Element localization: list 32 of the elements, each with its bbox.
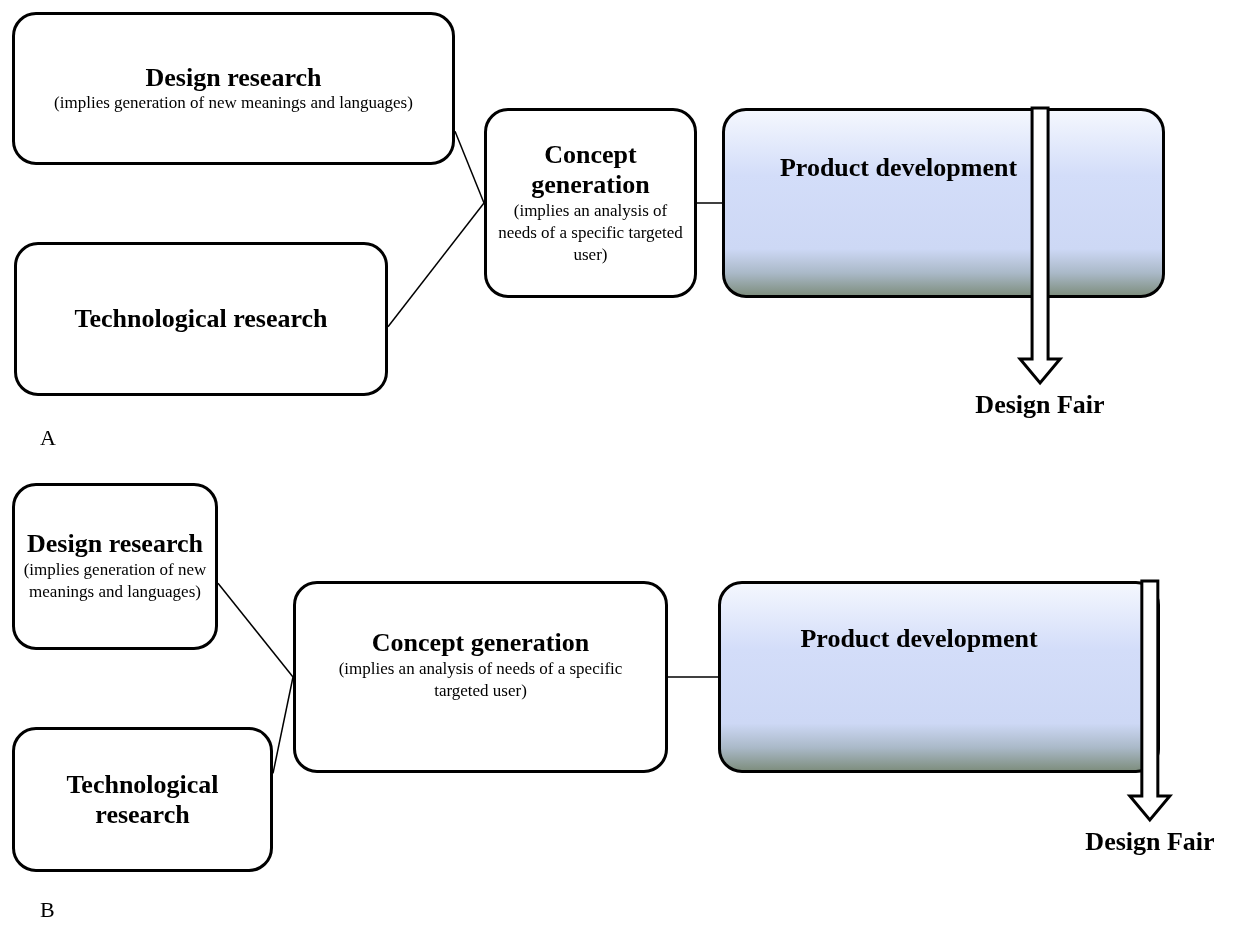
gradient-process-box — [718, 581, 1160, 773]
process-box — [12, 727, 273, 872]
block-arrow — [1016, 106, 1064, 386]
node-heading: Concept generation — [371, 628, 590, 658]
node-heading: Design research — [27, 529, 203, 560]
process-box — [12, 12, 455, 165]
connector-line — [217, 582, 294, 678]
node-heading: Technological research — [74, 304, 328, 334]
node-heading: Concept generation — [530, 139, 651, 200]
node-description: (implies an analysis of needs of a specific targeted user) — [337, 657, 624, 702]
process-box — [12, 483, 218, 650]
node-description: (implies generation of new meanings and languages) — [54, 92, 413, 115]
node-heading: Product development — [800, 624, 1038, 654]
panel-letter: B — [40, 897, 55, 923]
node-heading: Technological research — [65, 769, 220, 830]
panel-letter: A — [40, 425, 56, 451]
process-box — [14, 242, 388, 396]
connector-line — [272, 676, 294, 775]
process-box — [293, 581, 668, 773]
block-arrow — [1126, 579, 1174, 823]
node-heading: Product development — [779, 153, 1018, 183]
node-heading: Design Fair — [1085, 827, 1215, 857]
node-heading: Design Fair — [975, 390, 1105, 420]
gradient-process-box — [722, 108, 1165, 298]
connector-line — [696, 202, 723, 204]
connector-line — [454, 130, 485, 204]
node-description: (implies an analysis of needs of a specific targeted user) — [497, 199, 684, 266]
node-description: (implies generation of new meanings and languages) — [22, 559, 208, 604]
connector-line — [387, 202, 485, 328]
process-box — [484, 108, 697, 298]
node-heading: Design research — [145, 62, 322, 93]
connector-line — [667, 676, 719, 678]
